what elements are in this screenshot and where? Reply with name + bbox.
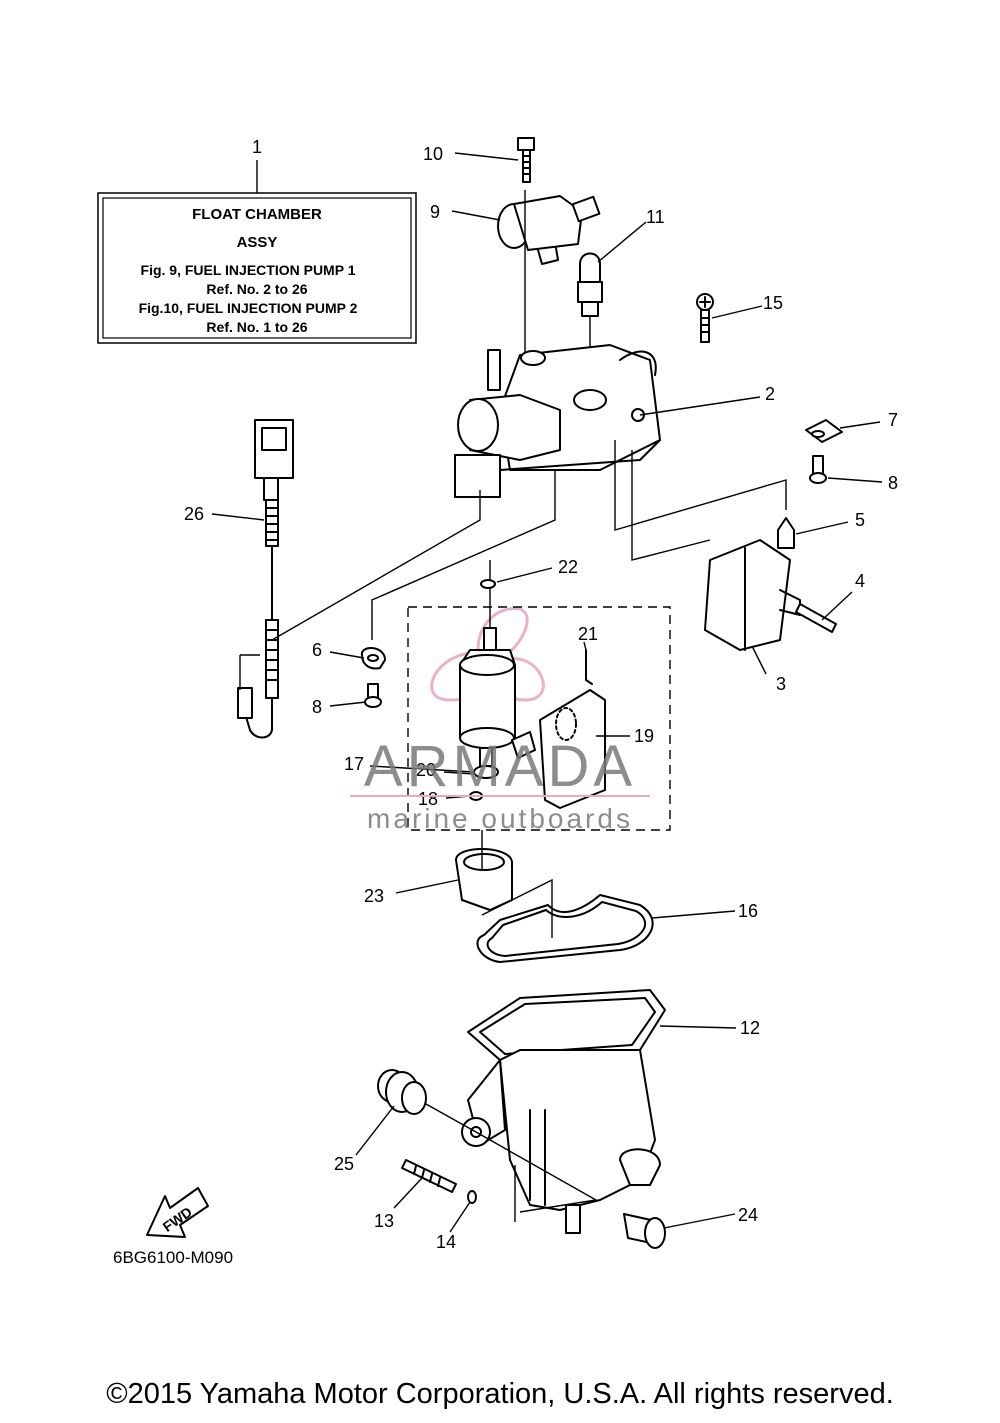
copyright-notice: ©2015 Yamaha Motor Corporation, U.S.A. A… [106, 1378, 894, 1410]
ref-17: 17 [344, 754, 364, 774]
ref-16: 16 [738, 901, 758, 921]
ref-25: 25 [334, 1154, 354, 1174]
reference-numbers: 1 2 3 4 5 6 7 8 8 9 10 11 12 13 14 15 16… [184, 137, 898, 1252]
sensor-part-11 [577, 252, 603, 317]
pin-part-4 [795, 603, 837, 633]
holder-part-23 [455, 848, 513, 911]
diagram-code: 6BG6100-M090 [113, 1248, 233, 1267]
screw-part-8-upper [809, 455, 827, 484]
watermark: ARMADA marine outboards [350, 734, 650, 834]
info-box-line-4: Ref. No. 2 to 26 [206, 281, 307, 297]
ref-10: 10 [423, 144, 443, 164]
ref-4: 4 [855, 571, 865, 591]
leader-lines [211, 152, 883, 1233]
pin-part-5 [777, 517, 795, 549]
ref-13: 13 [374, 1211, 394, 1231]
fwd-arrow-icon: FWD [146, 1187, 209, 1238]
ref-9: 9 [430, 202, 440, 222]
ref-20: 20 [416, 760, 436, 780]
ref-1: 1 [252, 137, 262, 157]
screw-part-8-lower [364, 683, 382, 708]
ref-7: 7 [888, 410, 898, 430]
ref-14: 14 [436, 1232, 456, 1252]
info-box-line-3: Fig. 9, FUEL INJECTION PUMP 1 [141, 262, 356, 278]
ref-19: 19 [634, 726, 654, 746]
ref-5: 5 [855, 510, 865, 530]
screw-part-13 [401, 1159, 457, 1193]
info-box-title: FLOAT CHAMBER [192, 206, 322, 223]
washer-part-14 [467, 1190, 477, 1204]
ref-8-lower: 8 [312, 697, 322, 717]
ref-2: 2 [765, 384, 775, 404]
grommet-part-25 [377, 1069, 427, 1115]
float-chamber-part-12 [461, 989, 666, 1234]
gasket-part-16 [476, 894, 654, 963]
harness-part-26 [237, 419, 294, 739]
filter-part-19 [539, 689, 606, 809]
info-box-line-6: Ref. No. 1 to 26 [206, 319, 307, 335]
ref-6: 6 [312, 640, 322, 660]
ref-21: 21 [578, 624, 598, 644]
cover-part-3 [704, 539, 801, 651]
ref-11: 11 [646, 207, 665, 227]
bracket-part-7 [805, 419, 843, 443]
ref-24: 24 [738, 1205, 758, 1225]
ref-22: 22 [558, 557, 578, 577]
ref-15: 15 [763, 293, 783, 313]
info-box-line-5: Fig.10, FUEL INJECTION PUMP 2 [139, 300, 358, 316]
ref-18: 18 [418, 789, 438, 809]
ref-26: 26 [184, 504, 204, 524]
info-box-subtitle: ASSY [237, 234, 278, 251]
ref-3: 3 [776, 674, 786, 694]
fuel-pump-assembly [459, 627, 536, 767]
info-box: FLOAT CHAMBER ASSY Fig. 9, FUEL INJECTIO… [97, 192, 417, 344]
drain-plug-part-24 [623, 1213, 666, 1249]
bolt-part-10 [517, 137, 535, 183]
watermark-tagline: marine outboards [367, 803, 633, 834]
pump-head-part-9 [497, 195, 601, 265]
clip-part-21 [585, 649, 593, 685]
housing-part-2 [454, 344, 661, 498]
ref-12: 12 [740, 1018, 760, 1038]
ref-8-upper: 8 [888, 473, 898, 493]
oring-part-22 [480, 579, 496, 589]
screw-part-15 [696, 293, 714, 343]
bracket-part-6 [361, 647, 386, 670]
ref-23: 23 [364, 886, 384, 906]
watermark-brand: ARMADA [364, 734, 636, 799]
